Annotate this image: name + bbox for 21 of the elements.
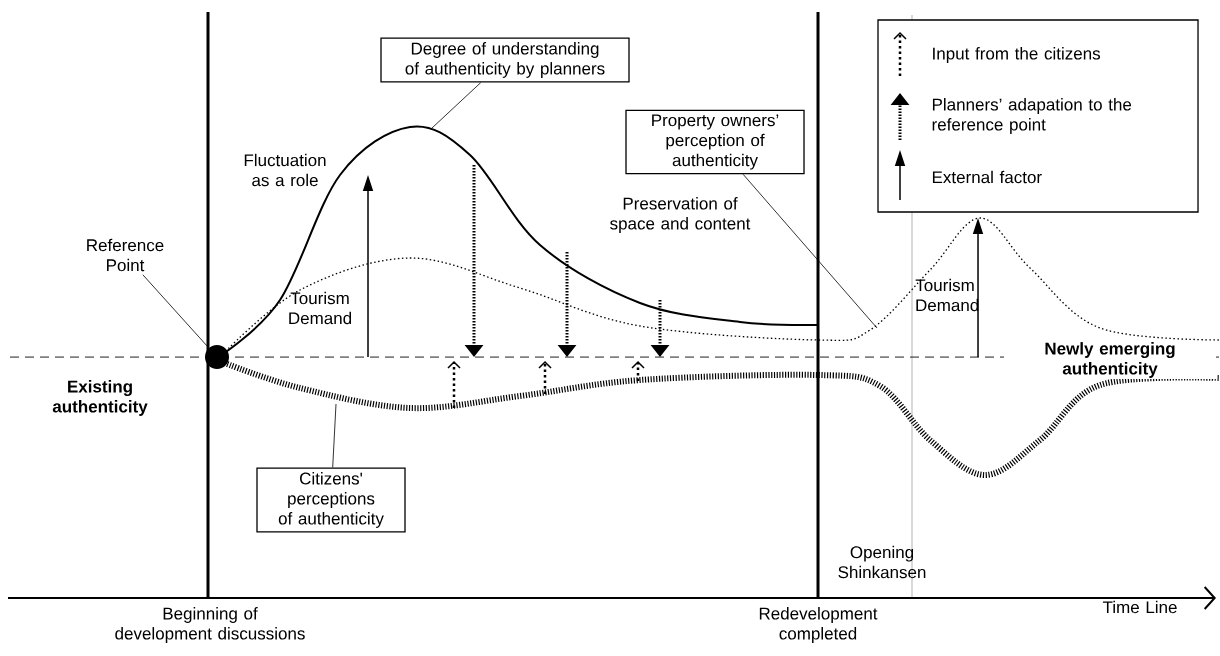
axis-label: Redevelopment completed: [759, 607, 878, 643]
annotation-text: Reference Point: [87, 238, 164, 272]
axis-label: Beginning of development discussions: [115, 607, 305, 643]
leader-line: [742, 173, 878, 329]
legend-text: External factor: [932, 170, 1042, 184]
curve-label: Tourism Demand: [289, 291, 352, 325]
leader-line: [142, 274, 210, 349]
axis-label: Time Line: [1102, 600, 1177, 614]
axis-label: Existing authenticity: [52, 380, 148, 416]
event-label: Opening Shinkansen: [838, 545, 926, 579]
curve-label: Fluctuation as a role: [244, 153, 326, 187]
legend-text: Planners’ adapation to the reference point: [932, 98, 1132, 134]
text-box: Property owners’ perception of authenticity: [625, 109, 805, 175]
legend-text: Input from the citizens: [933, 47, 1101, 63]
reference-point-dot: [205, 345, 229, 369]
curve-label: Preservation of space and content: [610, 197, 751, 233]
text-box: Citizens' perceptions of authenticity: [256, 467, 406, 533]
axis-label: Newly emerging authenticity: [1004, 341, 1216, 379]
text-box: Degree of understanding of authenticity by planners: [380, 37, 630, 83]
leader-line: [332, 403, 337, 468]
leader-line: [431, 82, 482, 129]
